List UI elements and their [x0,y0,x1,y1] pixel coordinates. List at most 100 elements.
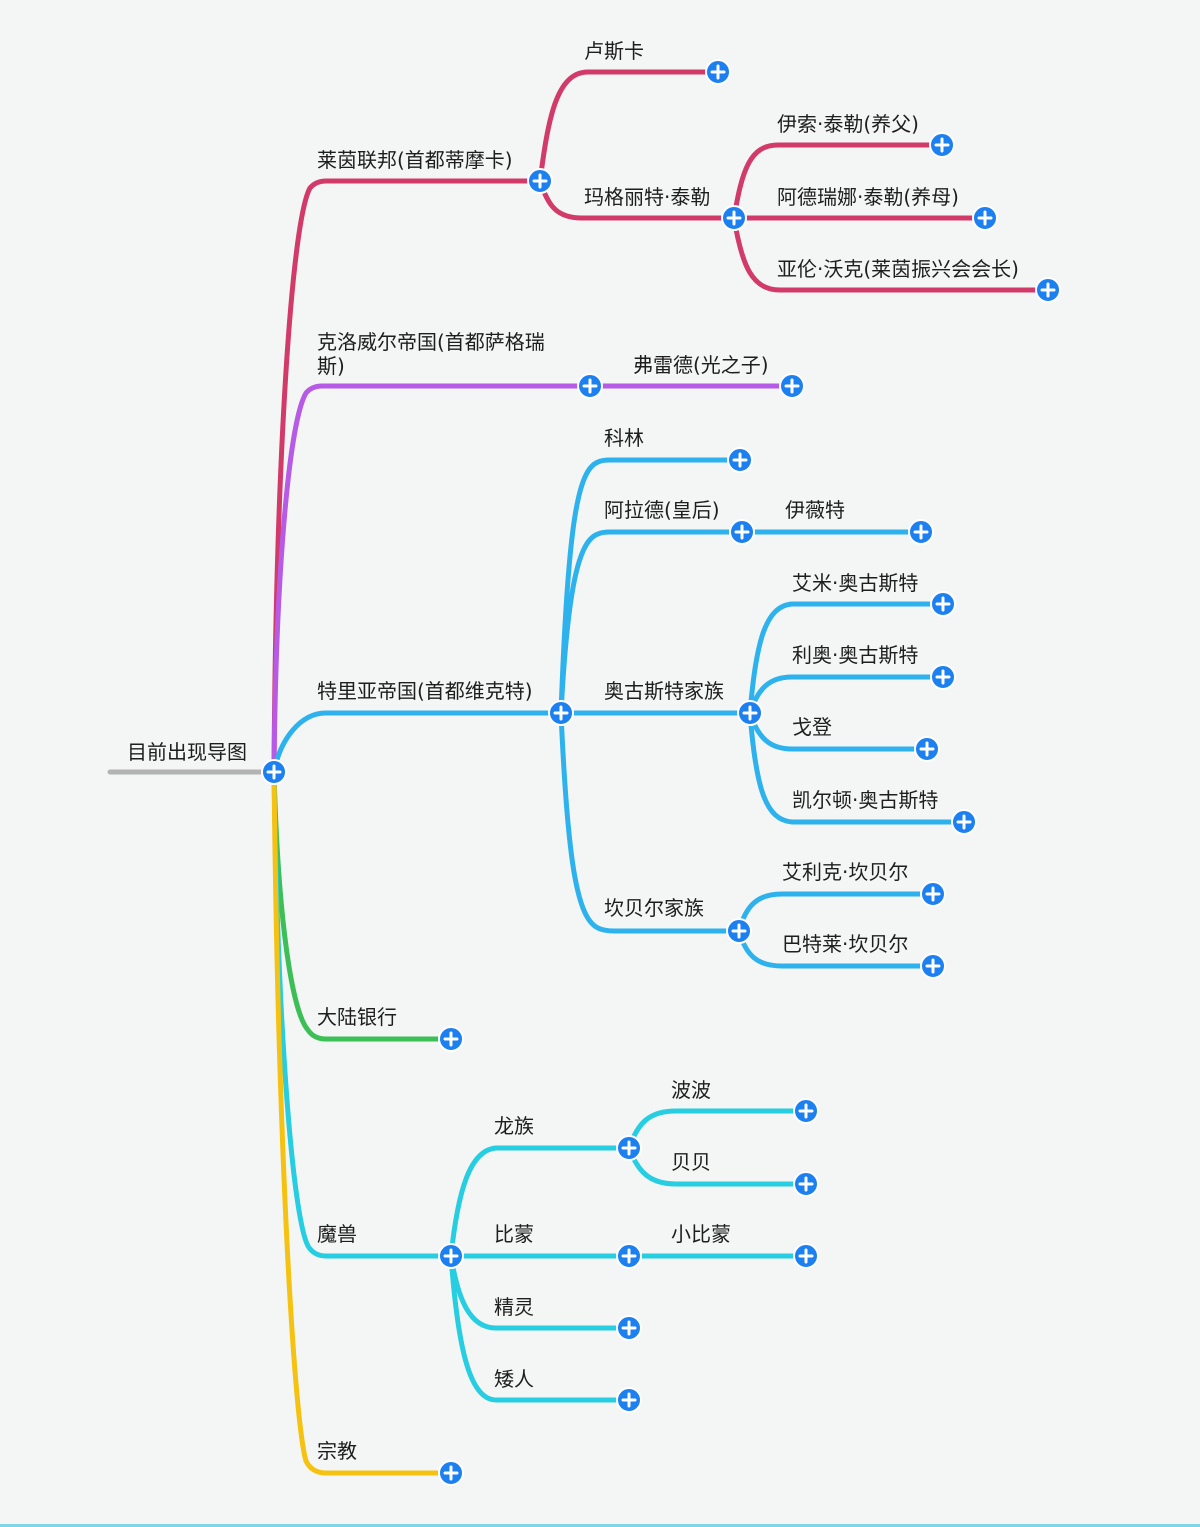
branch-label-religion: 宗教 [317,1439,357,1463]
plus-glyph [977,210,993,226]
bottom-edge [0,1524,1200,1527]
plus-glyph [798,1103,814,1119]
expand-button-allen[interactable] [1035,277,1061,303]
connector-dragons [448,1145,632,1259]
connector-teria [271,710,564,775]
expand-button-campbell[interactable] [726,918,752,944]
expand-button-bank[interactable] [438,1026,464,1052]
node-label-bartley: 巴特莱·坎贝尔 [782,932,908,956]
plus-glyph [798,1248,814,1264]
expand-button-amy[interactable] [930,591,956,617]
expand-button-root[interactable] [261,759,287,785]
plus-glyph [935,596,951,612]
connector-lucas [537,69,721,184]
plus-glyph [742,705,758,721]
expand-button-alad[interactable] [729,519,755,545]
connector-isso [731,142,945,221]
node-label-adelina: 阿德瑞娜·泰勒(养母) [777,185,959,209]
connector-clovis [271,383,593,775]
node-label-dwarves: 矮人 [494,1367,534,1391]
plus-glyph [443,1031,459,1047]
connector-campbell [558,710,742,934]
plus-glyph [919,741,935,757]
plus-glyph [621,1392,637,1408]
node-label-ivet: 伊薇特 [785,498,845,522]
connector-beibei [626,1145,809,1187]
expand-button-dwarves[interactable] [616,1387,642,1413]
node-label-little-bimeng: 小比蒙 [671,1222,731,1246]
node-label-amy: 艾米·奥古斯特 [792,571,918,595]
expand-button-religion[interactable] [438,1460,464,1486]
plus-glyph [726,210,742,226]
plus-glyph [621,1140,637,1156]
expand-button-bimeng[interactable] [616,1243,642,1269]
node-label-gordon: 戈登 [792,715,832,739]
plus-glyph [1040,282,1056,298]
expand-button-margaret[interactable] [721,205,747,231]
expand-button-dragons[interactable] [616,1135,642,1161]
branch-label-beasts: 魔兽 [317,1222,357,1246]
node-label-lucas: 卢斯卡 [584,39,644,63]
plus-glyph [443,1248,459,1264]
node-label-elves: 精灵 [494,1295,534,1319]
expand-button-bobo[interactable] [793,1098,819,1124]
expand-button-beibei[interactable] [793,1171,819,1197]
node-label-campbell: 坎贝尔家族 [604,896,704,920]
expand-button-teria[interactable] [548,700,574,726]
expand-button-rhine[interactable] [527,168,553,194]
expand-button-clovis[interactable] [577,373,603,399]
expand-button-lucas[interactable] [705,59,731,85]
plus-glyph [913,524,929,540]
plus-glyph [925,958,941,974]
node-label-beibei: 贝贝 [671,1150,711,1174]
expand-button-little-bimeng[interactable] [793,1243,819,1269]
connector-leo [747,674,946,716]
node-label-leo: 利奥·奥古斯特 [792,643,918,667]
plus-glyph [935,669,951,685]
plus-glyph [731,923,747,939]
plus-glyph [732,452,748,468]
expand-button-kelton[interactable] [951,809,977,835]
plus-glyph [582,378,598,394]
expand-button-bartley[interactable] [920,953,946,979]
plus-glyph [956,814,972,830]
connector-gordon [747,710,930,752]
expand-button-augustus[interactable] [737,700,763,726]
expand-button-elves[interactable] [616,1315,642,1341]
expand-button-gordon[interactable] [914,736,940,762]
expand-button-beasts[interactable] [438,1243,464,1269]
node-label-kelton: 凯尔顿·奥古斯特 [792,788,938,812]
node-label-bobo: 波波 [671,1078,711,1102]
connector-eric [736,891,936,934]
plus-glyph [621,1248,637,1264]
expand-button-leo[interactable] [930,664,956,690]
root-label: 目前出现导图 [127,740,247,764]
connector-dwarves [448,1253,632,1403]
node-label-fred: 弗雷德(光之子) [633,353,769,377]
node-label-augustus: 奥古斯特家族 [604,679,724,703]
connector-alad [558,529,745,716]
node-label-alad: 阿拉德(皇后) [604,498,720,522]
plus-glyph [710,64,726,80]
expand-button-fred[interactable] [779,373,805,399]
node-label-margaret: 玛格丽特·泰勒 [584,185,710,209]
plus-glyph [266,764,282,780]
branch-label-clovis-line1: 克洛威尔帝国(首都萨格瑞 [317,330,545,354]
plus-glyph [621,1320,637,1336]
expand-button-isso[interactable] [929,132,955,158]
expand-button-ivet[interactable] [908,519,934,545]
node-label-eric: 艾利克·坎贝尔 [782,860,908,884]
expand-button-eric[interactable] [920,881,946,907]
expand-button-adelina[interactable] [972,205,998,231]
node-label-allen: 亚伦·沃克(莱茵振兴会会长) [777,257,1019,281]
connector-bank [271,769,454,1042]
connector-allen [731,215,1051,293]
plus-glyph [784,378,800,394]
connector-kelton [747,710,967,825]
expand-button-colin[interactable] [727,447,753,473]
connector-religion [271,769,454,1476]
branch-label-rhine: 莱茵联邦(首都蒂摩卡) [317,148,513,172]
node-label-isso: 伊索·泰勒(养父) [777,112,919,136]
branch-label-clovis-line2: 斯) [317,354,345,378]
connector-amy [747,601,946,716]
